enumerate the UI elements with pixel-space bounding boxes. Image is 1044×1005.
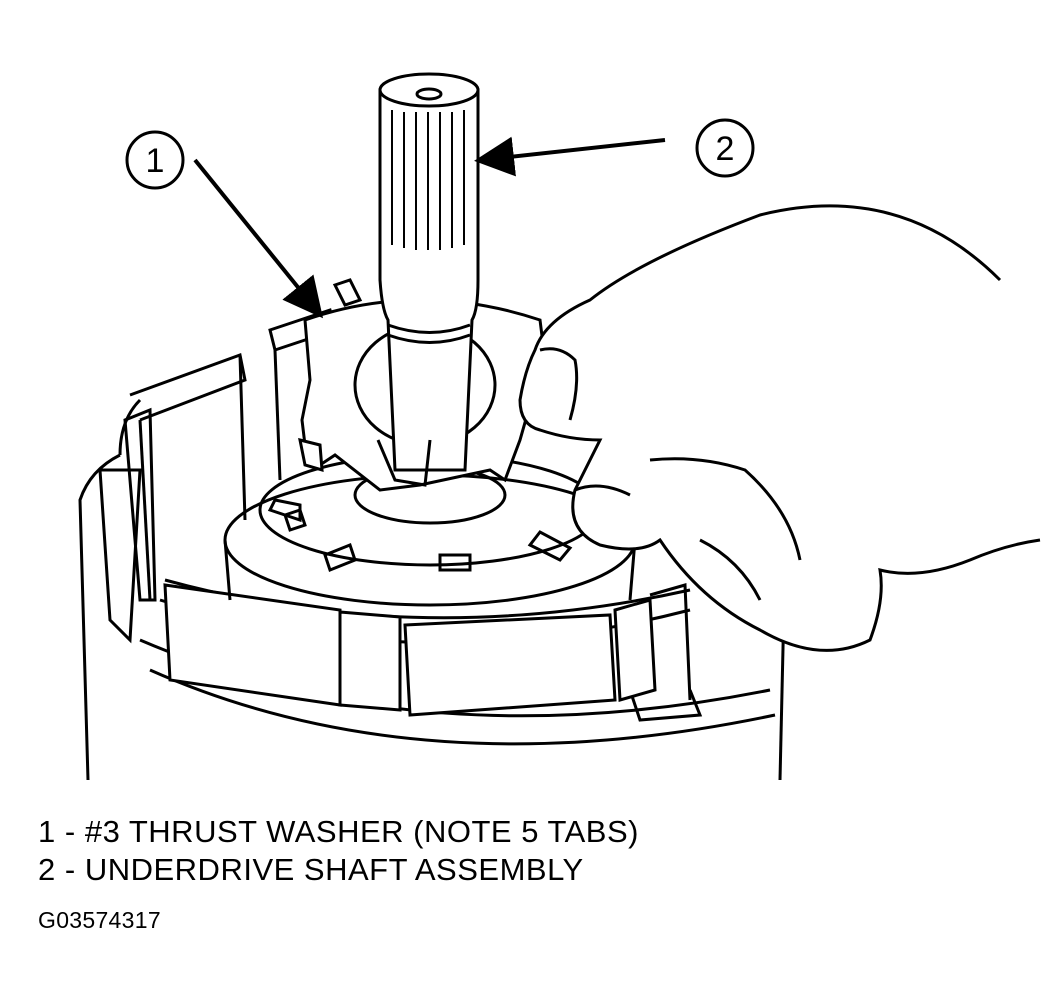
leader-arrow-2 <box>474 136 666 177</box>
legend-item-2-text: UNDERDRIVE SHAFT ASSEMBLY <box>84 852 584 887</box>
underdrive-shaft <box>376 72 480 487</box>
callout-2-number: 2 <box>716 130 735 168</box>
legend-item-1-number: 1 <box>38 814 56 849</box>
legend-item-1-text: #3 THRUST WASHER (NOTE 5 TABS) <box>84 814 639 849</box>
figure-id: G03574317 <box>38 907 161 933</box>
leader-arrow-1 <box>193 158 324 319</box>
hand <box>518 204 1041 652</box>
callout-1: 1 <box>125 130 185 190</box>
legend-item-2-number: 2 <box>38 852 56 887</box>
legend-item-1: 1 - #3 THRUST WASHER (NOTE 5 TABS) <box>38 814 639 850</box>
callout-1-number: 1 <box>146 142 165 180</box>
legend-item-2-separator: - <box>64 852 76 887</box>
clutch-pack <box>163 583 657 717</box>
callout-2: 2 <box>695 118 755 178</box>
legend-item-1-separator: - <box>64 814 76 849</box>
transmission-illustration: 1 2 <box>78 72 1041 781</box>
legend-item-2: 2 - UNDERDRIVE SHAFT ASSEMBLY <box>38 852 584 888</box>
